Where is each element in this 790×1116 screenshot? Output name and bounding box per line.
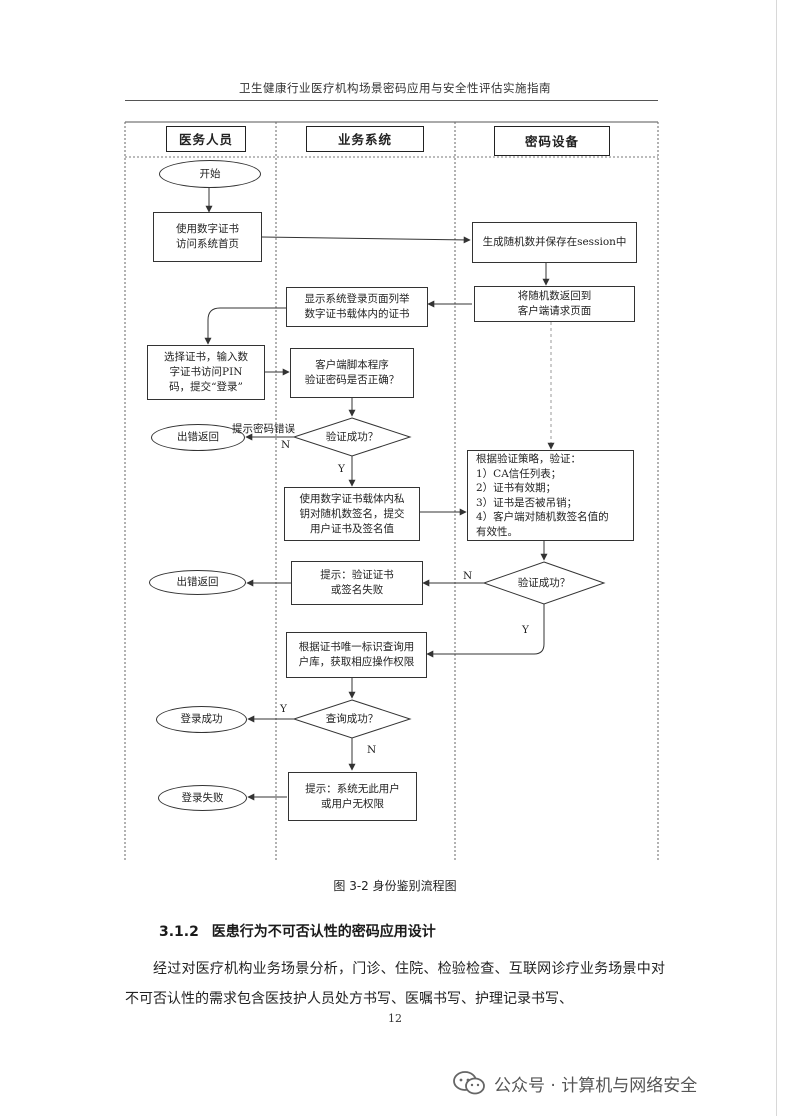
start-oval: 开始 [159, 160, 261, 188]
section-heading: 3.1.2 医患行为不可否认性的密码应用设计 [159, 921, 436, 941]
lane-header-crypto-device: 密码设备 [494, 126, 610, 156]
watermark: 公众号 · 计算机与网络安全 [452, 1070, 697, 1096]
edge-diamond2-to-query [426, 604, 545, 658]
page-number: 12 [388, 1012, 402, 1025]
sign-random-box: 使用数字证书载体内私 钥对随机数签名，提交 用户证书及签名值 [284, 487, 420, 541]
watermark-text: 公众号 · 计算机与网络安全 [494, 1075, 698, 1096]
header-rule [125, 100, 658, 101]
lane-header-business-system: 业务系统 [306, 126, 424, 152]
verify-success-1-text: 验证成功？ [325, 431, 379, 443]
verify-success-2-text: 验证成功？ [517, 577, 571, 589]
wechat-icon [453, 1071, 485, 1095]
login-success-oval: 登录成功 [156, 706, 247, 733]
label-n-3: N [367, 744, 377, 756]
section-title: 医患行为不可否认性的密码应用设计 [211, 924, 436, 940]
page-edge [776, 0, 777, 1116]
figure-caption: 图 3-2 身份鉴别流程图 [333, 879, 457, 893]
show-login-box: 显示系统登录页面列举 数字证书载体内的证书 [286, 287, 428, 327]
query-success-text: 查询成功？ [325, 713, 379, 725]
client-verify-box: 客户端脚本程序 验证密码是否正确？ [290, 348, 414, 398]
login-fail-oval: 登录失败 [158, 785, 247, 811]
lane-header-medical-staff: 医务人员 [166, 126, 246, 152]
body-paragraph: 经过对医疗机构业务场景分析，门诊、住院、检验检查、互联网诊疗业务场景中对不可否认… [125, 961, 665, 1007]
select-cert-box: 选择证书，输入数 字证书访问PIN 码，提交“登录” [147, 345, 265, 400]
error-return-oval-2: 出错返回 [149, 570, 246, 595]
hint-no-user-box: 提示：系统无此用户 或用户无权限 [288, 772, 417, 821]
edge-show-to-select [204, 307, 286, 345]
edge-access-to-gen [261, 236, 471, 244]
label-y-2: Y [522, 624, 529, 636]
access-home-box: 使用数字证书 访问系统首页 [153, 212, 262, 262]
label-y-1: Y [338, 463, 345, 475]
section-number: 3.1.2 [159, 924, 199, 940]
return-random-box: 将随机数返回到 客户端请求页面 [474, 286, 635, 322]
gen-random-box: 生成随机数并保存在session中 [472, 222, 637, 263]
label-y-3: Y [280, 703, 287, 715]
header-title: 卫生健康行业医疗机构场景密码应用与安全性评估实施指南 [239, 81, 551, 95]
verify-policy-box: 根据验证策略，验证： 1）CA信任列表； 2）证书有效期； 3）证书是否被吊销；… [467, 450, 634, 541]
hint-pin-error-label: 提示密码错误 [232, 423, 295, 435]
query-user-db-box: 根据证书唯一标识查询用 户库，获取相应操作权限 [286, 632, 427, 678]
hint-verify-fail-box: 提示：验证证书 或签名失败 [291, 561, 423, 605]
label-n-1: N [281, 439, 291, 451]
error-return-oval-1: 出错返回 [151, 424, 245, 451]
label-n-2: N [463, 570, 473, 582]
